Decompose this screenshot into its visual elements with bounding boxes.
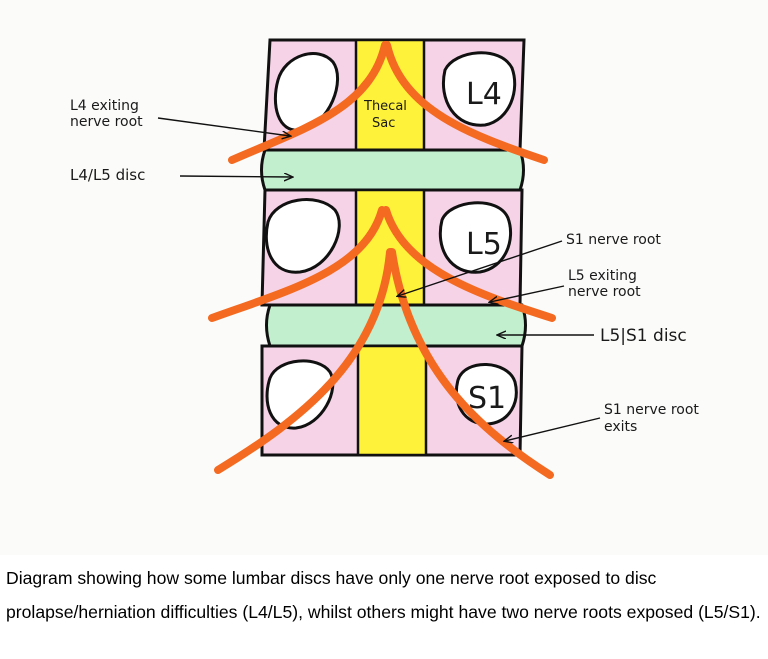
- vertebra-s1-label: S1: [468, 381, 506, 416]
- disc-l5-s1: [265, 303, 527, 348]
- label-l5-exiting-line2: nerve root: [568, 284, 641, 300]
- label-l5-exiting-line1: L5 exiting: [568, 268, 637, 284]
- foramen-l4-right: [442, 51, 517, 127]
- label-s1-exits-line1: S1 nerve root: [604, 402, 699, 418]
- annotation-arrows: [157, 117, 601, 441]
- arrow-l4-nerve-root: [157, 117, 290, 136]
- label-s1-exits-line2: exits: [604, 419, 637, 435]
- arrow-s1-exits: [505, 417, 601, 441]
- foramen-s1-left: [265, 359, 335, 430]
- nerve-s1-left: [214, 248, 394, 474]
- diagram-caption: Diagram showing how some lumbar discs ha…: [6, 568, 761, 622]
- thecal-sac-label-line2: Sac: [372, 116, 395, 131]
- label-s1-nerve-root: S1 nerve root: [566, 232, 661, 248]
- nerve-l5-right: [382, 206, 556, 322]
- spine-diagram: L4 L5 S1 Thecal Sac: [70, 38, 699, 479]
- arrow-s1-nerve-root: [398, 240, 563, 296]
- foramen-l5-right: [438, 201, 513, 274]
- foramen-l4-left: [273, 52, 339, 132]
- foramen-l5-left: [264, 198, 341, 274]
- disc-l4-l5: [260, 148, 525, 192]
- nerve-l4-left: [228, 41, 389, 164]
- arrow-l4-l5-disc: [179, 176, 292, 177]
- label-l5-s1-disc: L5|S1 disc: [600, 326, 687, 346]
- thecal-sac-s1: [356, 344, 428, 457]
- arrow-l5-nerve-root: [490, 285, 565, 302]
- vertebra-l4-label: L4: [466, 77, 502, 112]
- nerve-l4-right: [383, 41, 548, 164]
- nerve-l5-left: [208, 206, 386, 322]
- annotation-labels: L4 exiting nerve root L4/L5 disc S1 nerv…: [70, 98, 699, 435]
- thecal-sac-l5: [354, 188, 426, 307]
- label-l4-l5-disc: L4/L5 disc: [70, 166, 145, 184]
- caption-area: Diagram showing how some lumbar discs ha…: [0, 555, 768, 659]
- vertebra-s1: S1: [260, 344, 524, 457]
- thecal-sac-label-line1: Thecal: [363, 99, 407, 114]
- diagram-area: L4 L5 S1 Thecal Sac: [70, 38, 700, 479]
- label-l4-exiting-line2: nerve root: [70, 114, 143, 130]
- vertebra-l5-label: L5: [466, 227, 502, 262]
- label-l4-exiting-line1: L4 exiting: [70, 98, 139, 114]
